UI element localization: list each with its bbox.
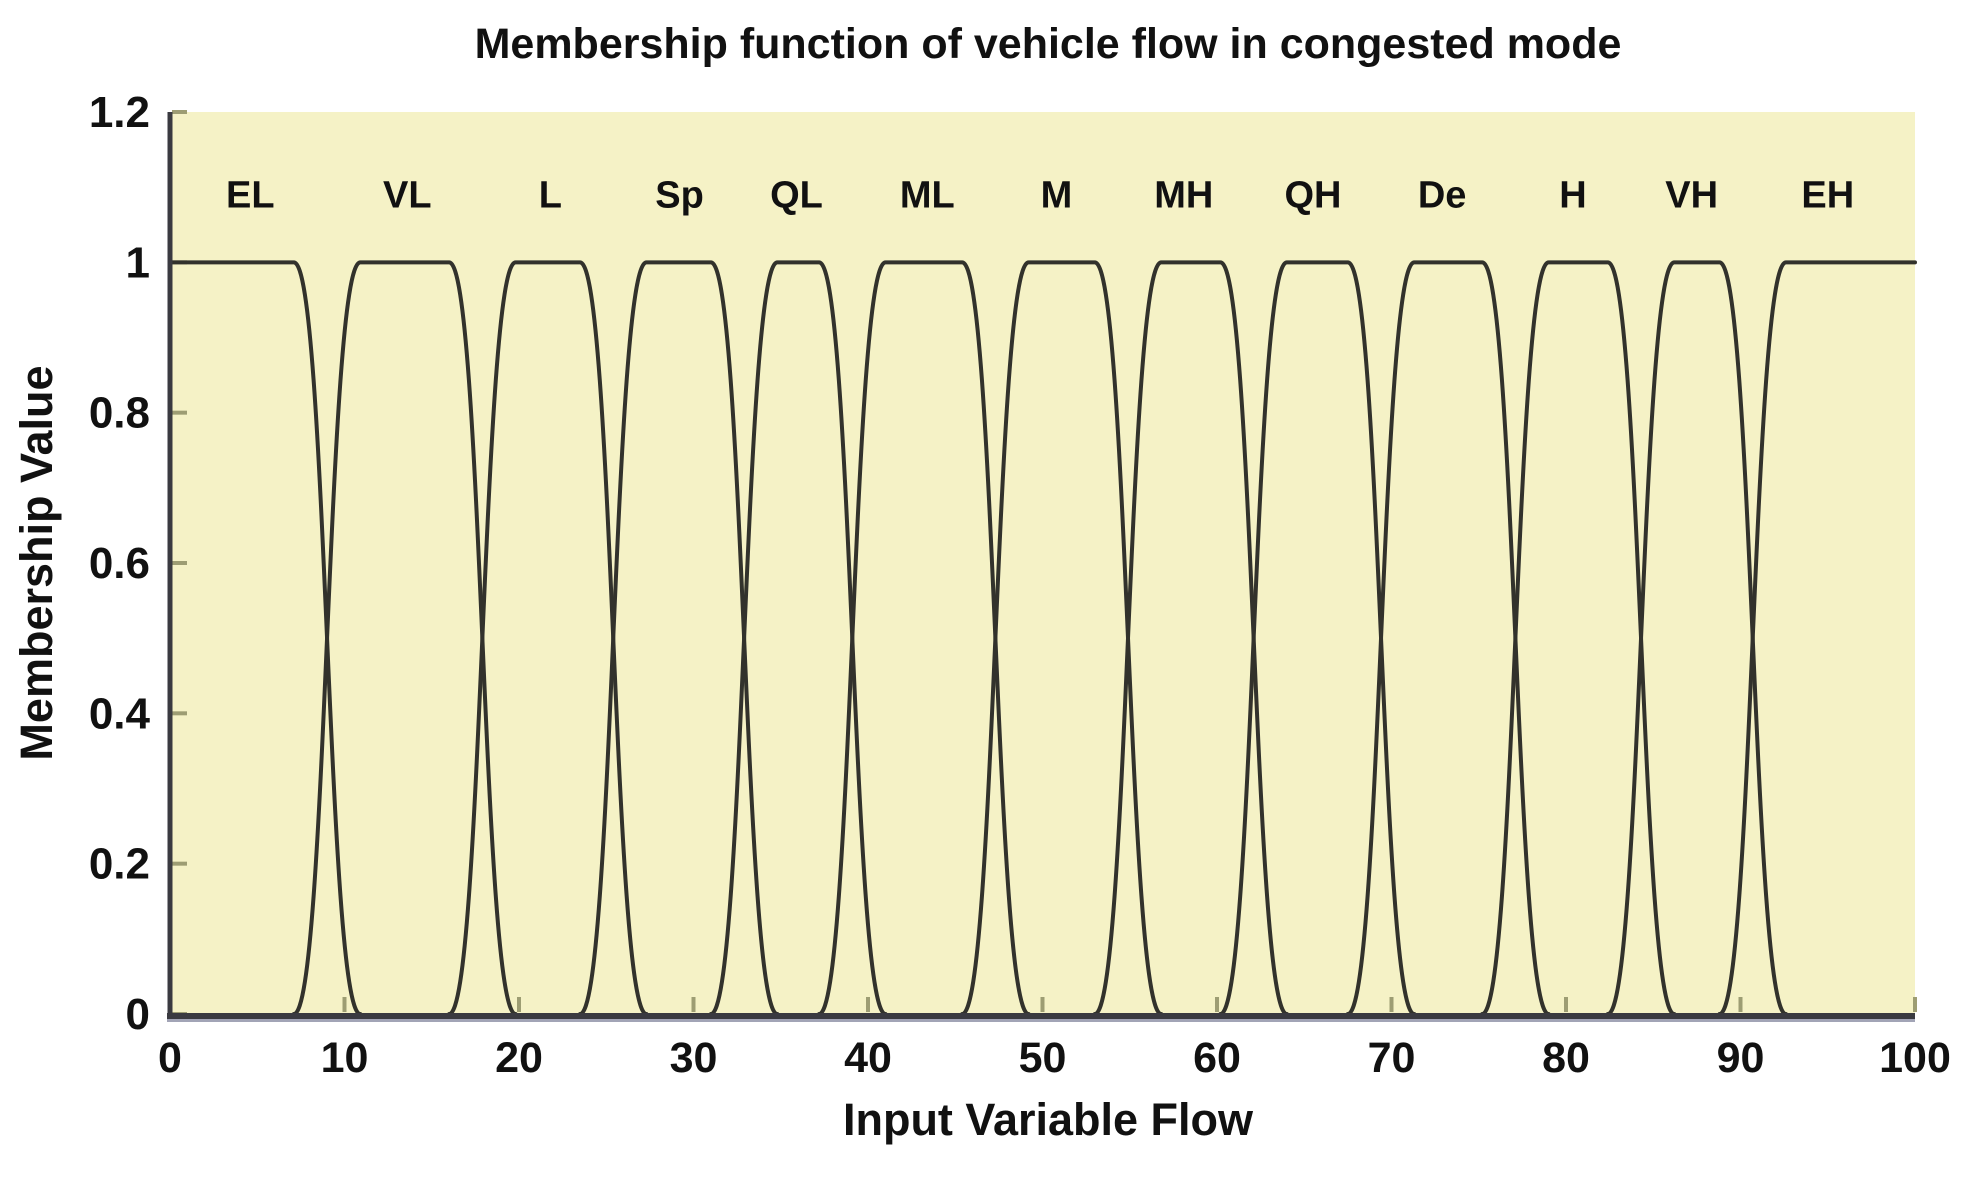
set-label-L: L [539, 175, 562, 217]
x-tick-label: 70 [1368, 1034, 1416, 1082]
y-tick-label: 0.8 [89, 389, 150, 438]
x-tick-label: 20 [495, 1034, 543, 1082]
membership-curve-H [1480, 260, 1677, 1016]
x-tick-label: 10 [321, 1034, 369, 1082]
membership-curve-M [960, 260, 1164, 1016]
membership-curve-VH [1605, 260, 1788, 1016]
y-tick-label: 0.6 [89, 539, 150, 588]
set-label-H: H [1559, 175, 1586, 217]
membership-curve-De [1345, 260, 1551, 1016]
y-tick-label: 0.4 [89, 689, 151, 738]
y-tick-label: 0 [126, 990, 150, 1039]
y-axis-label: Membership Value [11, 365, 62, 760]
x-axis-label: Input Variable Flow [843, 1094, 1254, 1145]
set-label-Sp: Sp [655, 175, 704, 217]
y-tick-label: 0.2 [89, 840, 150, 889]
chart-title: Membership function of vehicle flow in c… [475, 20, 1622, 68]
axis-spines [167, 112, 1915, 1022]
y-tick-label: 1 [126, 238, 150, 287]
membership-curve-L [447, 260, 649, 1016]
membership-curve-QL [708, 260, 888, 1016]
set-label-VL: VL [383, 175, 432, 217]
x-tick-label: 40 [844, 1034, 892, 1082]
set-label-MH: MH [1154, 175, 1213, 217]
x-tick-label: 90 [1717, 1034, 1765, 1082]
set-labels: EL VL L Sp QL ML M MH QH De H VH EH [226, 175, 1854, 217]
x-tick-label: 50 [1019, 1034, 1067, 1082]
x-tick-label: 0 [158, 1034, 182, 1082]
y-tick-label: 1.2 [89, 88, 150, 137]
set-label-QL: QL [770, 175, 823, 217]
membership-curve-Sp [578, 260, 780, 1016]
membership-curve-QH [1218, 260, 1417, 1016]
set-label-De: De [1418, 175, 1467, 217]
membership-curves [168, 260, 1917, 1016]
x-tick-label: 30 [670, 1034, 718, 1082]
membership-curve-MH [1092, 260, 1289, 1016]
set-label-VH: VH [1665, 175, 1718, 217]
x-tick-label: 60 [1193, 1034, 1241, 1082]
set-label-M: M [1041, 175, 1073, 217]
membership-curve-VL [291, 260, 518, 1016]
set-label-EH: EH [1801, 175, 1854, 217]
set-label-ML: ML [900, 175, 955, 217]
membership-curve-EH [1717, 260, 1917, 1016]
set-label-QH: QH [1284, 175, 1341, 217]
set-label-EL: EL [226, 175, 275, 217]
tick-marks [168, 110, 1917, 1016]
membership-curve-ML [817, 260, 1031, 1016]
x-tick-label: 80 [1542, 1034, 1590, 1082]
tick-labels: 0 10 20 30 40 50 60 70 80 90 100 0 0.2 0.4 0.6 0.8 1 1.2 [89, 88, 1951, 1082]
x-tick-label: 100 [1879, 1034, 1951, 1082]
